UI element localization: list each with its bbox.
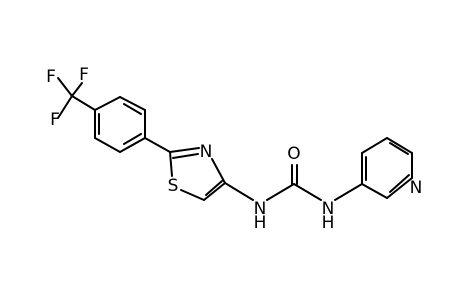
bond-line — [119, 96, 146, 111]
bond-line — [94, 137, 121, 153]
bond-line — [180, 189, 205, 201]
bond-line — [361, 183, 388, 199]
urea-nitrogen-left: N — [254, 199, 267, 219]
thiazole-nitrogen-atom: N — [200, 142, 213, 162]
bond-line — [172, 153, 199, 159]
urea-hydrogen-right: H — [322, 213, 335, 233]
bond-line — [119, 137, 146, 153]
bond-line — [361, 137, 388, 154]
bond-line — [386, 177, 413, 199]
fluorine-atom-3: F — [50, 110, 60, 130]
fluorine-atom-1: F — [46, 67, 56, 87]
bond-line — [169, 147, 200, 153]
bond-line — [211, 158, 226, 184]
bond-line — [144, 137, 171, 153]
thiazole-sulfur-atom: S — [168, 176, 179, 196]
bond-line — [334, 183, 363, 201]
bond-lines — [57, 77, 413, 201]
bond-line — [293, 183, 322, 201]
atom-labels: F F F N S O N H N H N — [46, 65, 422, 233]
urea-nitrogen-right: N — [322, 199, 335, 219]
bond-line — [71, 82, 83, 97]
bond-line — [205, 180, 223, 196]
urea-hydrogen-left: H — [254, 213, 267, 233]
bond-line — [224, 182, 254, 201]
bond-line — [123, 133, 142, 145]
bond-line — [266, 183, 295, 201]
bond-line — [389, 174, 410, 193]
bond-line — [203, 182, 226, 201]
bond-line — [389, 142, 409, 155]
carbonyl-oxygen-atom: O — [287, 144, 300, 164]
bond-line — [57, 95, 73, 119]
fluorine-atom-2: F — [79, 65, 89, 85]
bond-line — [386, 137, 413, 154]
bond-line — [123, 103, 142, 115]
bond-line — [169, 151, 173, 177]
bond-line — [94, 96, 121, 111]
bond-line — [71, 95, 96, 111]
bond-line — [57, 77, 73, 97]
pyridine-nitrogen-atom: N — [410, 178, 423, 198]
